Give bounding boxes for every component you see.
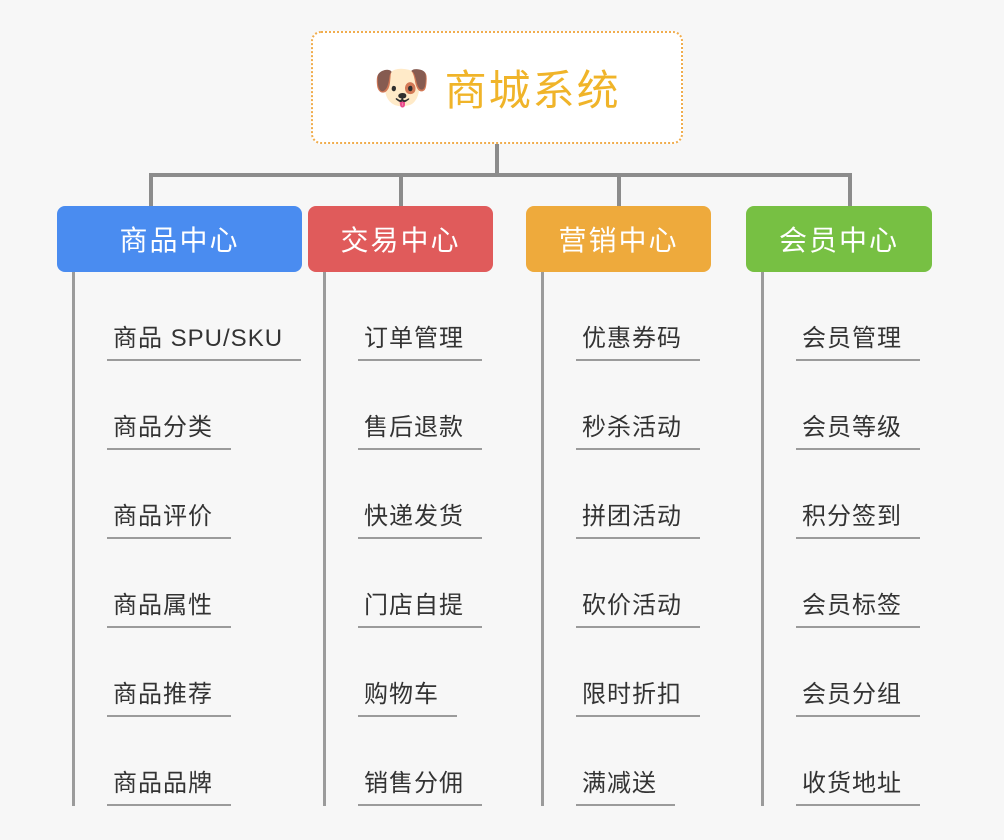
list-item-label: 商品评价 — [107, 496, 231, 539]
list-item-label: 商品品牌 — [107, 763, 231, 806]
list-item-label: 门店自提 — [358, 585, 482, 628]
root-node-label: 商城系统 — [444, 67, 621, 114]
list-item-label: 商品 SPU/SKU — [107, 318, 302, 361]
connector-drop-1 — [149, 173, 153, 207]
list-item-label: 订单管理 — [358, 318, 482, 361]
list-item[interactable]: 商品分类 — [75, 361, 302, 450]
list-item-label: 商品推荐 — [107, 674, 231, 717]
list-item-label: 会员管理 — [796, 318, 920, 361]
list-item[interactable]: 商品 SPU/SKU — [75, 272, 302, 361]
column-header-trade-center[interactable]: 交易中心 — [308, 206, 493, 272]
list-item[interactable]: 商品推荐 — [75, 628, 302, 717]
list-item[interactable]: 砍价活动 — [544, 539, 711, 628]
column-header-label: 营销中心 — [558, 225, 679, 256]
column-marketing-center: 营销中心 优惠券码 秒杀活动 拼团活动 砍价活动 限时折扣 满减送 — [526, 206, 711, 806]
list-item-label: 优惠券码 — [576, 318, 700, 361]
list-item-label: 收货地址 — [796, 763, 920, 806]
list-item-label: 购物车 — [358, 674, 457, 717]
list-item-label: 销售分佣 — [358, 763, 482, 806]
list-item[interactable]: 积分签到 — [764, 450, 932, 539]
list-item[interactable]: 售后退款 — [326, 361, 493, 450]
list-item[interactable]: 会员标签 — [764, 539, 932, 628]
list-item[interactable]: 购物车 — [326, 628, 493, 717]
root-node[interactable]: 🐶 商城系统 — [311, 31, 683, 144]
list-item-label: 商品分类 — [107, 407, 231, 450]
connector-drop-2 — [399, 173, 403, 207]
shiba-dog-face-icon: 🐶 — [373, 60, 431, 113]
list-item[interactable]: 优惠券码 — [544, 272, 711, 361]
list-item[interactable]: 商品评价 — [75, 450, 302, 539]
list-item[interactable]: 会员等级 — [764, 361, 932, 450]
list-item[interactable]: 会员分组 — [764, 628, 932, 717]
list-item[interactable]: 商品品牌 — [75, 717, 302, 806]
list-item[interactable]: 限时折扣 — [544, 628, 711, 717]
list-item-label: 秒杀活动 — [576, 407, 700, 450]
list-item-label: 积分签到 — [796, 496, 920, 539]
column-header-member-center[interactable]: 会员中心 — [746, 206, 932, 272]
list-item-label: 会员等级 — [796, 407, 920, 450]
column-member-center: 会员中心 会员管理 会员等级 积分签到 会员标签 会员分组 收货地址 — [746, 206, 932, 806]
list-item[interactable]: 收货地址 — [764, 717, 932, 806]
list-item[interactable]: 订单管理 — [326, 272, 493, 361]
list-item[interactable]: 快递发货 — [326, 450, 493, 539]
list-item[interactable]: 会员管理 — [764, 272, 932, 361]
list-item-label: 快递发货 — [358, 496, 482, 539]
list-item[interactable]: 拼团活动 — [544, 450, 711, 539]
list-item[interactable]: 秒杀活动 — [544, 361, 711, 450]
list-item-label: 会员分组 — [796, 674, 920, 717]
column-product-center: 商品中心 商品 SPU/SKU 商品分类 商品评价 商品属性 商品推荐 商品品牌 — [57, 206, 302, 806]
column-header-label: 商品中心 — [119, 225, 240, 256]
connector-drop-4 — [848, 173, 852, 207]
list-item-label: 会员标签 — [796, 585, 920, 628]
column-header-marketing-center[interactable]: 营销中心 — [526, 206, 711, 272]
column-body: 会员管理 会员等级 积分签到 会员标签 会员分组 收货地址 — [761, 272, 932, 806]
list-item[interactable]: 满减送 — [544, 717, 711, 806]
list-item-label: 拼团活动 — [576, 496, 700, 539]
column-header-label: 会员中心 — [778, 225, 899, 256]
connector-horizontal-bus — [149, 173, 852, 177]
column-trade-center: 交易中心 订单管理 售后退款 快递发货 门店自提 购物车 销售分佣 — [308, 206, 493, 806]
list-item-label: 售后退款 — [358, 407, 482, 450]
list-item-label: 商品属性 — [107, 585, 231, 628]
list-item[interactable]: 商品属性 — [75, 539, 302, 628]
list-item[interactable]: 门店自提 — [326, 539, 493, 628]
list-item-label: 砍价活动 — [576, 585, 700, 628]
list-item-label: 限时折扣 — [576, 674, 700, 717]
connector-root-stem — [495, 144, 499, 175]
column-body: 优惠券码 秒杀活动 拼团活动 砍价活动 限时折扣 满减送 — [541, 272, 711, 806]
list-item-label: 满减送 — [576, 763, 675, 806]
list-item[interactable]: 销售分佣 — [326, 717, 493, 806]
column-body: 商品 SPU/SKU 商品分类 商品评价 商品属性 商品推荐 商品品牌 — [72, 272, 302, 806]
column-header-product-center[interactable]: 商品中心 — [57, 206, 302, 272]
column-body: 订单管理 售后退款 快递发货 门店自提 购物车 销售分佣 — [323, 272, 493, 806]
connector-drop-3 — [617, 173, 621, 207]
column-header-label: 交易中心 — [340, 225, 461, 256]
